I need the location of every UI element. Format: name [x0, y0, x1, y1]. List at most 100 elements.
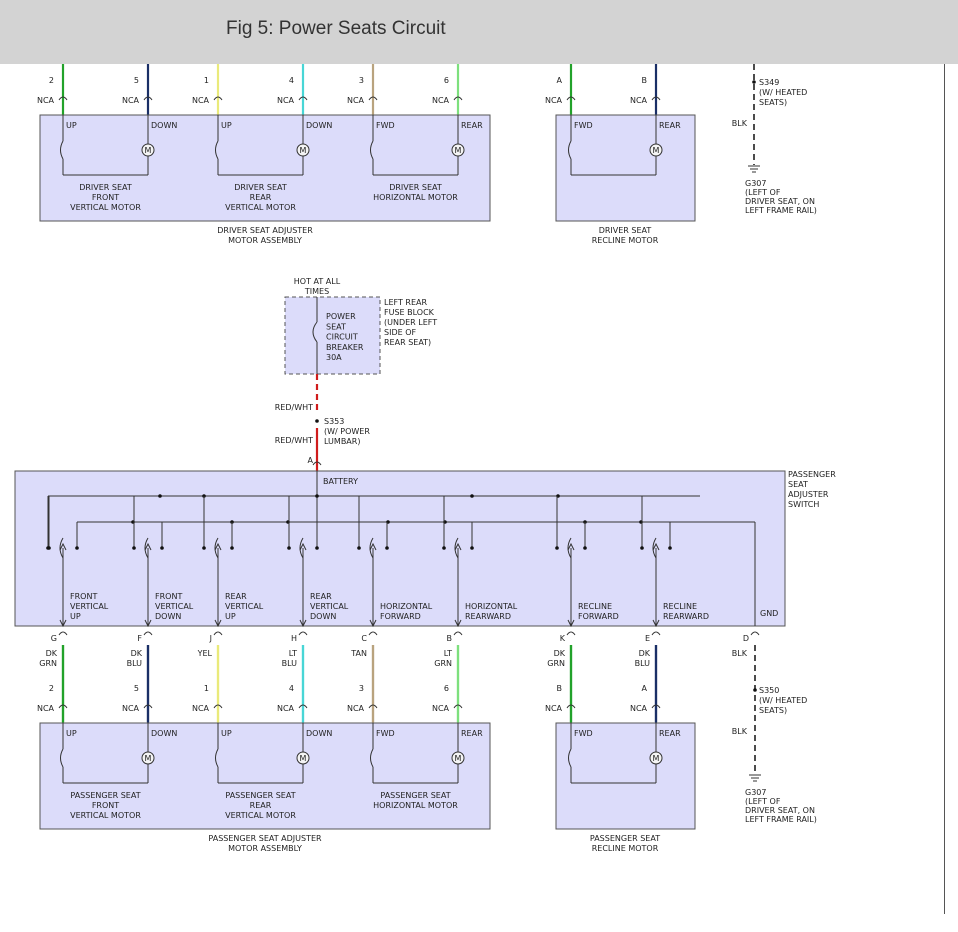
nca-label: NCA — [122, 704, 140, 713]
nca-label: NCA — [192, 96, 210, 105]
passenger-motor-name: VERTICAL MOTOR — [70, 811, 141, 820]
switch-output-label: REAR — [225, 592, 247, 601]
switch-contact-icon — [144, 537, 149, 559]
passenger-motor-name: FRONT — [92, 801, 119, 810]
fuse-block-label: REAR SEAT) — [384, 338, 431, 347]
driver-recline-motor — [555, 114, 696, 222]
wire-color-label: BLU — [635, 659, 651, 668]
pin-label: 6 — [444, 76, 449, 85]
connector-icon — [213, 704, 223, 709]
motor-icon — [296, 751, 310, 765]
driver-assembly-name: MOTOR ASSEMBLY — [228, 236, 302, 245]
nca-label: NCA — [37, 96, 55, 105]
motor-winding-icon — [215, 140, 219, 160]
terminal-label: FWD — [574, 729, 593, 738]
passenger-ground-label: (LEFT OF — [745, 797, 781, 806]
passenger-splice-label: S350 — [759, 686, 779, 695]
wire-color-label: TAN — [350, 649, 367, 658]
nca-label: NCA — [545, 96, 563, 105]
nca-label: NCA — [37, 704, 55, 713]
wire-color-label: BLK — [732, 649, 748, 658]
connector-icon — [312, 461, 322, 466]
fuse-block-label: SIDE OF — [384, 328, 416, 337]
switch-output-label: REAR — [310, 592, 332, 601]
splice-dot — [230, 546, 234, 550]
splice-dot — [160, 546, 164, 550]
pin-label: J — [209, 634, 212, 643]
arrow-icon — [144, 619, 152, 628]
switch-output-label: HORIZONTAL — [465, 602, 518, 611]
power-splice-label: S353 — [324, 417, 344, 426]
wire-color-label: DK — [639, 649, 651, 658]
circuit-breaker-box — [284, 296, 381, 375]
driver-motor-name: REAR — [250, 193, 272, 202]
switch-output-label: UP — [70, 612, 81, 621]
arrow-icon — [214, 542, 222, 551]
splice-dot — [753, 688, 757, 692]
passenger-ground-label: DRIVER SEAT, ON — [745, 806, 815, 815]
connector-icon — [143, 96, 153, 101]
pin-label: G — [51, 634, 57, 643]
pin-label: 3 — [359, 684, 364, 693]
page-divider — [944, 64, 945, 914]
arrow-icon — [369, 542, 377, 551]
connector-icon — [750, 631, 760, 636]
arrow-icon — [652, 542, 660, 551]
nca-label: NCA — [630, 704, 648, 713]
terminal-label: UP — [66, 121, 77, 130]
nca-label: NCA — [347, 96, 365, 105]
switch-output-label: FORWARD — [380, 612, 421, 621]
nca-label: NCA — [630, 96, 648, 105]
connector-icon — [566, 704, 576, 709]
motor-winding-icon — [568, 140, 572, 160]
driver-ground-label: (LEFT OF — [745, 188, 781, 197]
motor-icon — [649, 751, 663, 765]
nca-label: NCA — [432, 704, 450, 713]
pin-label: 4 — [289, 684, 294, 693]
pin-label: 5 — [134, 684, 139, 693]
nca-label: NCA — [545, 704, 563, 713]
breaker-label: POWER — [326, 312, 356, 321]
motor-winding-icon — [60, 748, 64, 768]
arrow-icon — [214, 619, 222, 628]
pin-label: A — [642, 684, 648, 693]
pin-label: 3 — [359, 76, 364, 85]
motor-winding-icon — [215, 748, 219, 768]
pin-label: 1 — [204, 76, 209, 85]
arrow-icon — [369, 619, 377, 628]
passenger-ground-label: LEFT FRAME RAIL) — [745, 815, 817, 824]
breaker-label: 30A — [326, 353, 342, 362]
driver-motor-name: FRONT — [92, 193, 119, 202]
switch-output-label: HORIZONTAL — [380, 602, 433, 611]
terminal-label: FWD — [376, 729, 395, 738]
switch-contact-icon — [299, 537, 304, 559]
splice-dot — [315, 419, 319, 423]
splice-dot — [357, 546, 361, 550]
driver-recline-name: DRIVER SEAT — [599, 226, 652, 235]
motor-label: M — [653, 754, 660, 763]
terminal-label: DOWN — [151, 121, 177, 130]
motor-label: M — [653, 146, 660, 155]
switch-contact-icon — [567, 537, 572, 559]
wire-color-label: DK — [554, 649, 566, 658]
switch-name-label: SEAT — [788, 480, 808, 489]
pin-label: A — [557, 76, 563, 85]
arrow-icon — [299, 619, 307, 628]
nca-label: NCA — [277, 704, 295, 713]
switch-output-label: VERTICAL — [225, 602, 264, 611]
driver-motor-name: VERTICAL MOTOR — [225, 203, 296, 212]
switch-output-label: DOWN — [310, 612, 336, 621]
power-splice-label: LUMBAR) — [324, 437, 360, 446]
nca-label: NCA — [277, 96, 295, 105]
arrow-icon — [59, 542, 67, 551]
driver-ground-label: G307 — [745, 179, 766, 188]
wire-color-label: DK — [131, 649, 143, 658]
motor-icon — [141, 143, 155, 157]
arrow-icon — [454, 619, 462, 628]
splice-dot — [470, 494, 474, 498]
wire-color-label: LT — [289, 649, 297, 658]
splice-dot — [555, 546, 559, 550]
splice-dot — [315, 546, 319, 550]
connector-icon — [213, 631, 223, 636]
gnd-label: GND — [760, 609, 778, 618]
